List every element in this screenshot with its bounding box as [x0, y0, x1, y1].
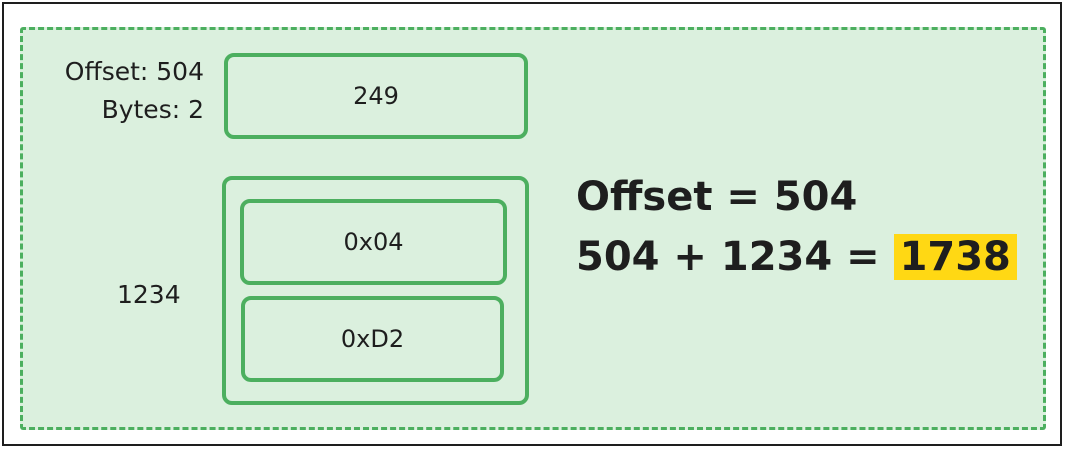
- memory-region: [20, 27, 1046, 430]
- value-group-box: [222, 176, 529, 405]
- byte-high-value: 0x04: [343, 228, 404, 256]
- length-value: 249: [353, 82, 399, 110]
- length-box: 249: [224, 53, 528, 139]
- decimal-value-label: 1234: [117, 280, 181, 309]
- byte-low-value: 0xD2: [340, 325, 405, 353]
- formula-sum: 504 + 1234 =: [576, 234, 894, 280]
- byte-low-box: 0xD2: [241, 296, 504, 382]
- bytes-label: Bytes: 2: [101, 95, 204, 124]
- formula-line-1: Offset = 504: [576, 174, 858, 220]
- formula-result: 1738: [893, 234, 1017, 280]
- formula-line-2: 504 + 1234 = 1738: [576, 232, 1017, 282]
- offset-label: Offset: 504: [64, 57, 204, 86]
- byte-high-box: 0x04: [240, 199, 507, 285]
